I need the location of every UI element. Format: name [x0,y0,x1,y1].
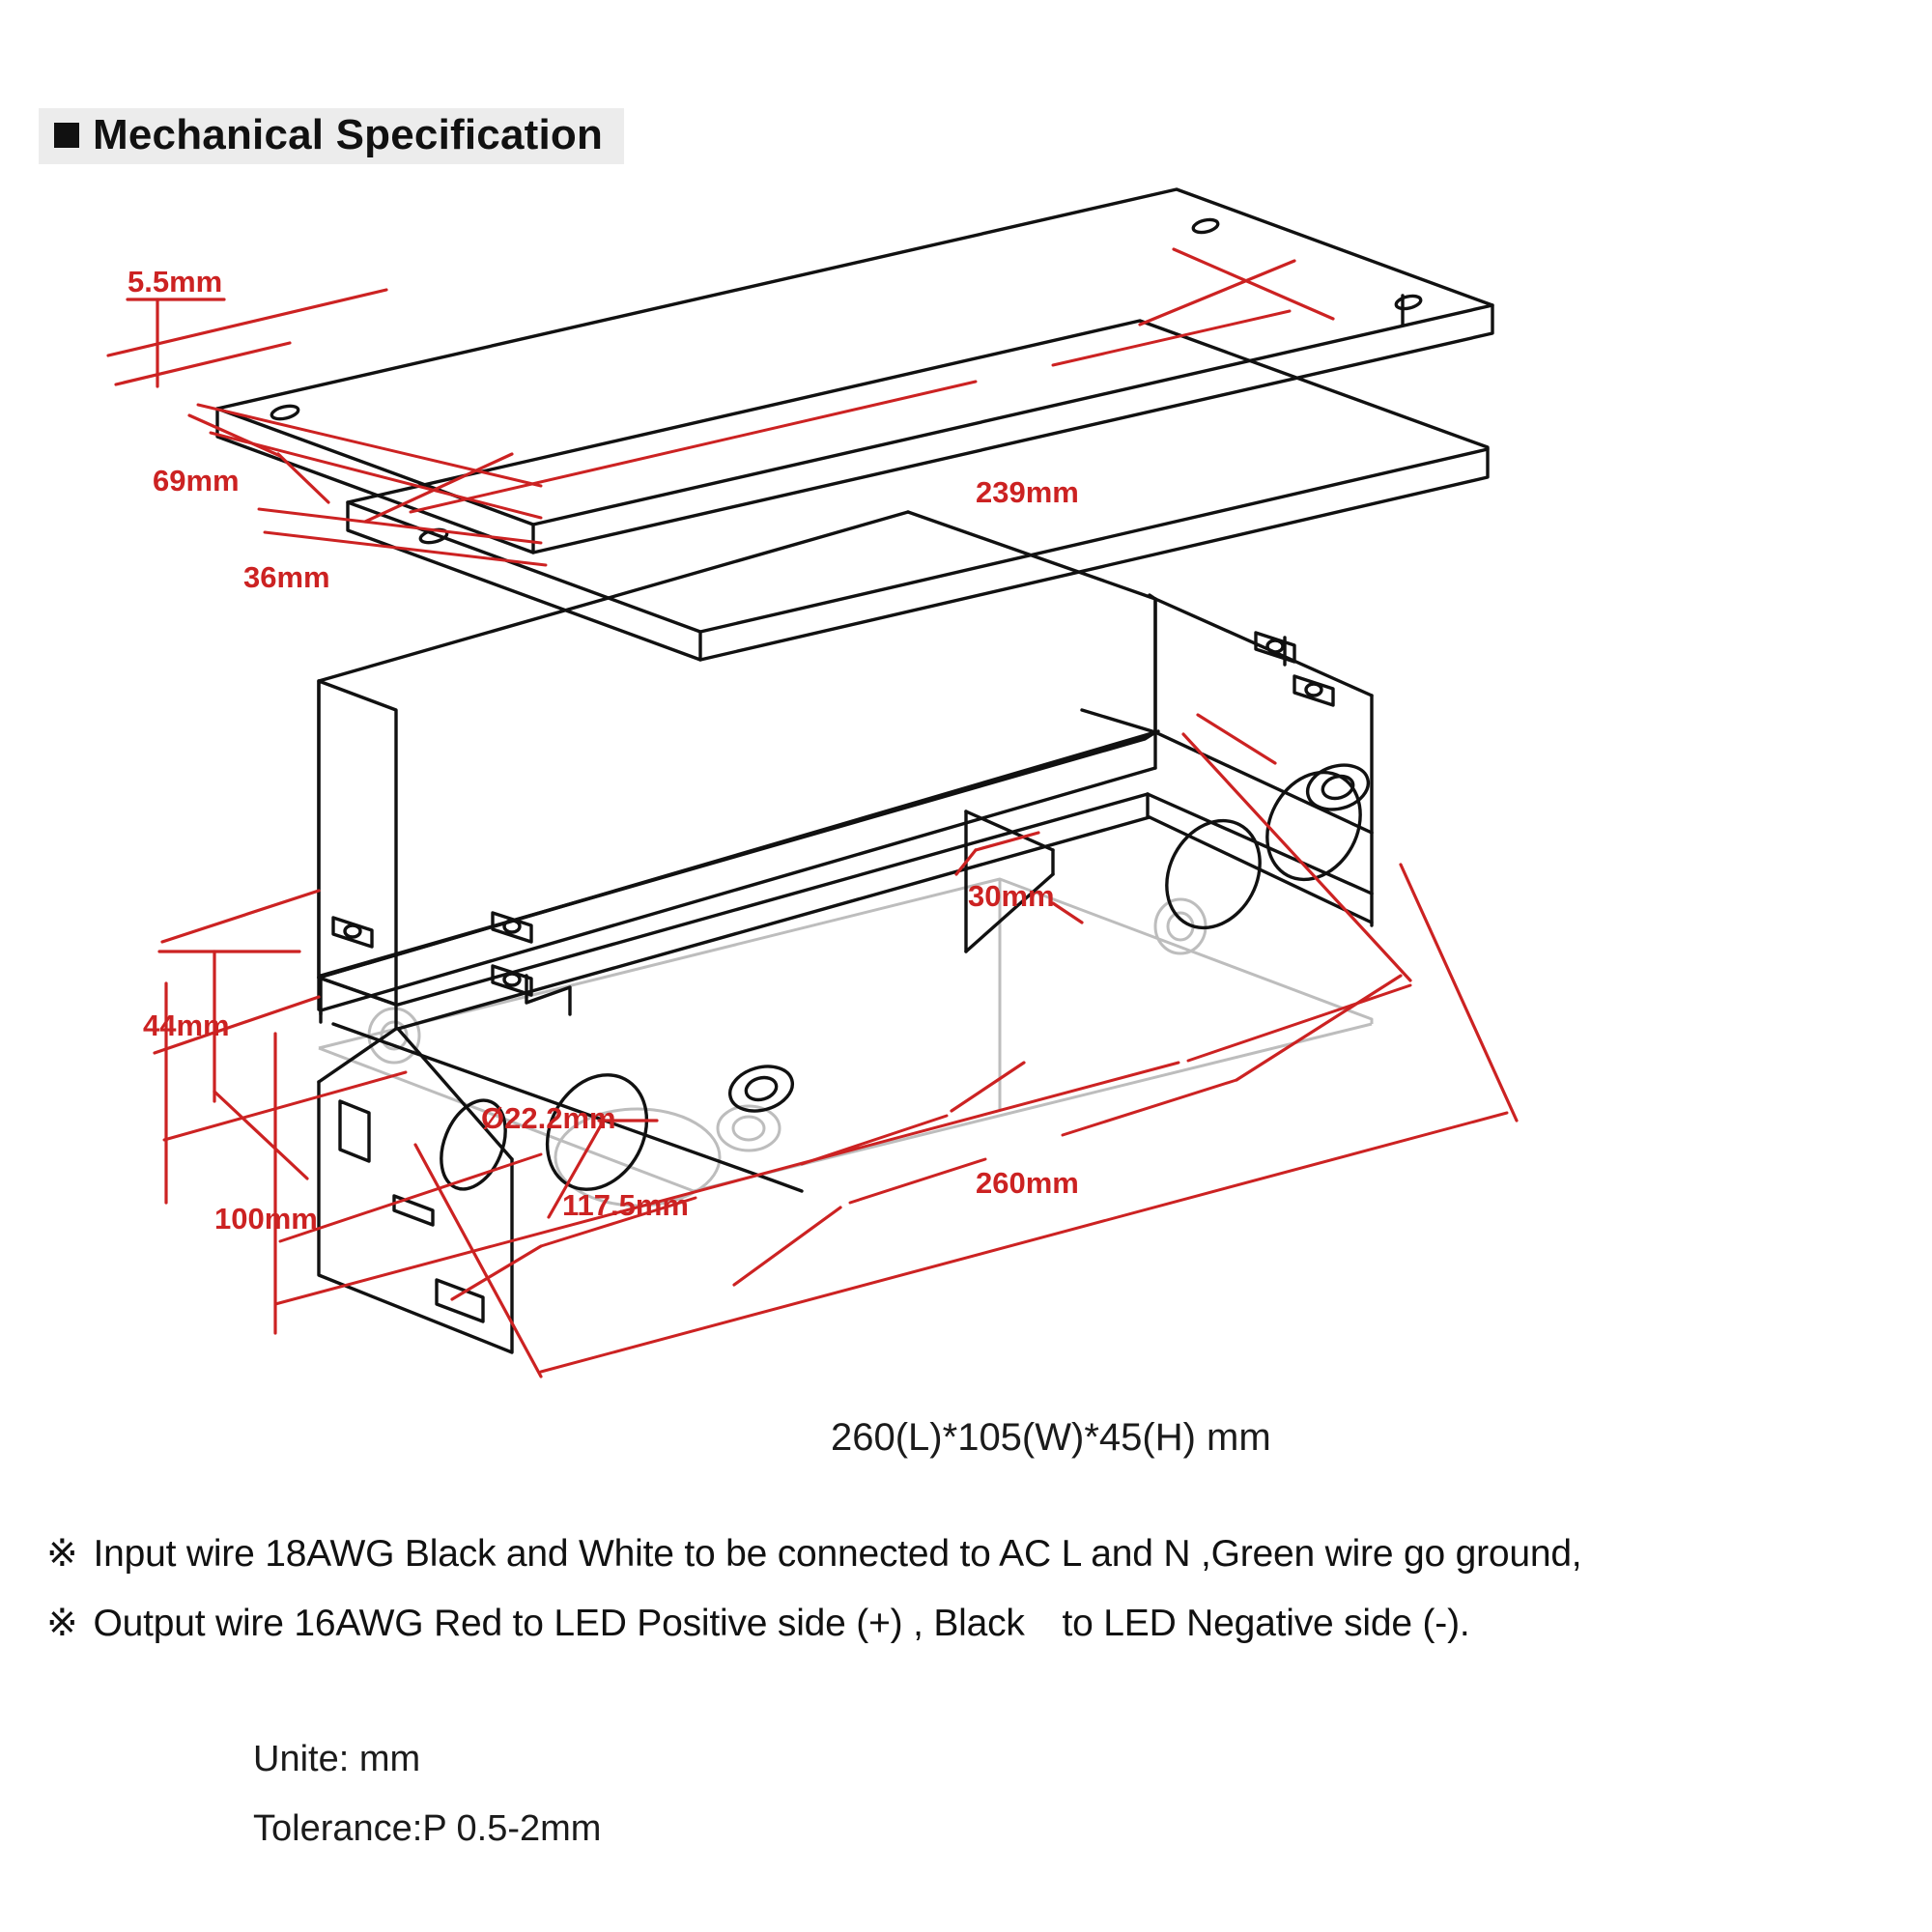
dim-label-height: 44mm [143,1009,230,1042]
tolerance-label: Tolerance:P 0.5-2mm [253,1808,602,1849]
dim-label-knockout-diameter: Ø22.2mm [481,1101,616,1135]
note-input-wire: ※ Input wire 18AWG Black and White to be … [46,1532,1582,1576]
reference-mark-icon: ※ [46,1603,78,1644]
cover-plate-dimension-labels: 5.5mm 69mm 36mm 239mm [128,265,1079,594]
dim-label-length: 239mm [976,475,1079,509]
dim-label-hole-spacing: 117.5mm [562,1188,689,1222]
note-output-wire: ※ Output wire 16AWG Red to LED Positive s… [46,1602,1470,1645]
dim-label-width-rear: 69mm [153,464,240,497]
note-input-wire-text: Input wire 18AWG Black and White to be c… [93,1533,1582,1575]
page-title: Mechanical Specification [93,111,604,158]
section-header: Mechanical Specification [39,108,625,164]
reference-mark-icon: ※ [46,1533,78,1575]
dim-label-thickness: 5.5mm [128,265,222,298]
overall-dimension-text: 260(L)*105(W)*45(H) mm [831,1416,1271,1459]
dim-label-overall-length: 260mm [976,1166,1079,1200]
filled-square-bullet-icon [54,123,79,148]
cover-plate-dimension-lines [106,247,1335,567]
housing-dimension-lines [153,713,1519,1378]
dim-label-depth: 100mm [214,1202,318,1236]
dim-label-width-front: 36mm [243,560,330,594]
unit-label: Unite: mm [253,1739,421,1779]
note-output-wire-text: Output wire 16AWG Red to LED Positive si… [93,1603,1470,1644]
housing-dimension-labels: 44mm 100mm Ø22.2mm 117.5mm 260mm 30mm [143,879,1079,1236]
cover-plate-view [215,187,1494,662]
housing-view [317,510,1374,1354]
dim-label-side-notch: 30mm [968,879,1055,913]
